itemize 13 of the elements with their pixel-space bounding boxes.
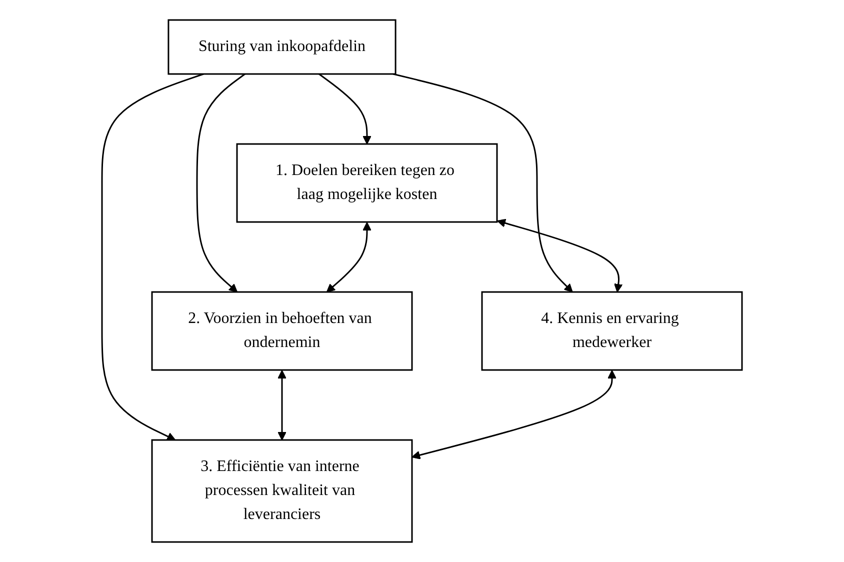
- arrow: [412, 370, 616, 460]
- node-box: Sturing van inkoopafdelin: [168, 19, 396, 75]
- node-box: 3. Efficiëntie van interne processen kwaliteit van leveranciers: [151, 439, 413, 543]
- arrow: [496, 218, 623, 292]
- arrow: [318, 73, 372, 144]
- arrow: [392, 73, 573, 292]
- node-box: 2. Voorzien in behoeften van ondernemin: [151, 291, 413, 371]
- arrow: [101, 73, 204, 441]
- arrow: [326, 222, 372, 292]
- node-box: 1. Doelen bereiken tegen zo laag mogelijke kosten: [236, 143, 498, 223]
- arrow: [196, 73, 246, 292]
- arrow: [278, 370, 286, 440]
- node-box: 4. Kennis en ervaring medewerker: [481, 291, 743, 371]
